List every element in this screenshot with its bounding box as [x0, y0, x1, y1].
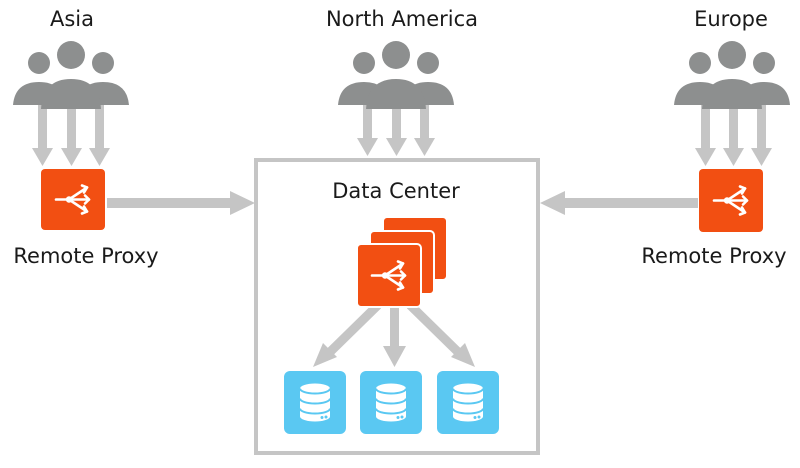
- region-label-north-america: North America: [325, 7, 479, 31]
- asia-down-arrows: [32, 104, 110, 166]
- datacenter-proxy-stack-icon: [356, 216, 448, 308]
- region-label-asia: Asia: [49, 7, 95, 31]
- asia-remote-proxy-icon: [41, 169, 105, 230]
- remote-proxy-label-asia: Remote Proxy: [13, 244, 159, 268]
- region-label-europe: Europe: [694, 7, 768, 31]
- database-icon-3: [437, 371, 499, 434]
- database-icon-1: [284, 371, 346, 434]
- proxy-to-database-arrows: [313, 301, 475, 367]
- europe-remote-proxy-icon: [699, 169, 763, 232]
- asia-to-datacenter-arrow: [107, 191, 255, 215]
- remote-proxy-label-europe: Remote Proxy: [641, 244, 787, 268]
- north-america-users-icon: [338, 41, 454, 109]
- europe-to-datacenter-arrow: [540, 191, 698, 215]
- database-icon-2: [360, 371, 422, 434]
- europe-users-icon: [674, 41, 790, 109]
- north-america-down-arrows: [357, 104, 435, 156]
- asia-users-icon: [13, 41, 129, 109]
- europe-down-arrows: [695, 104, 772, 166]
- data-center-label: Data Center: [332, 179, 460, 203]
- data-center-box: [254, 158, 540, 455]
